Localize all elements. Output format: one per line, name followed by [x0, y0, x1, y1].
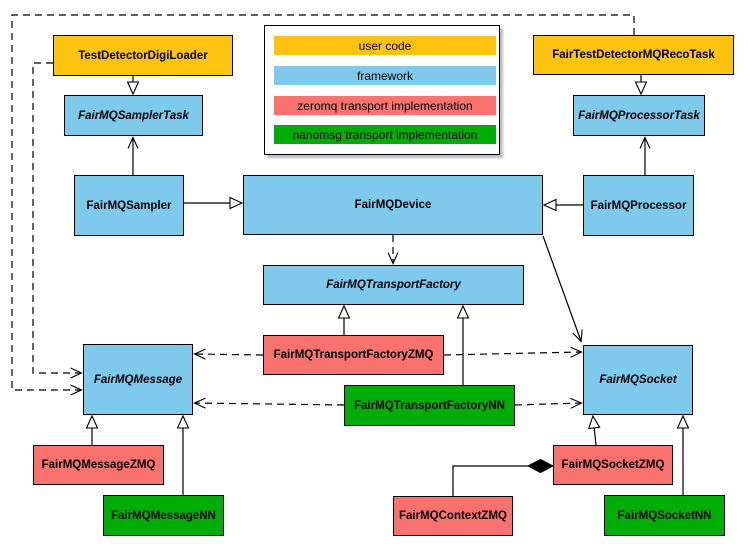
legend-item-nanomsg: nanomsg transport implementation [274, 125, 496, 144]
node-fairmqtransportfactory: FairMQTransportFactory [263, 265, 524, 305]
legend-item-framework: framework [274, 66, 496, 85]
inheritance-edges [85, 75, 690, 495]
dependency-edges [11, 14, 635, 409]
node-fairmqsocketnn: FairMQSocketNN [604, 495, 725, 536]
edge-tfzmq-message [193, 348, 264, 360]
node-fairmqsampler: FairMQSampler [74, 175, 184, 236]
edge-socketzmq-socket [587, 414, 601, 446]
edge-device-socket [542, 235, 583, 343]
association-edges [127, 136, 651, 343]
node-fairmqsocket: FairMQSocket [583, 345, 693, 415]
node-fairmqmessagenn: FairMQMessageNN [103, 495, 224, 536]
node-fairmqprocessor: FairMQProcessor [583, 175, 694, 236]
node-fairmqcontextzmq: FairMQContextZMQ [393, 496, 513, 536]
edge-digiloader-message [32, 62, 83, 379]
composition-edge-contextzmq-socketzmq [452, 458, 555, 496]
legend: user code framework zeromq transport imp… [264, 25, 500, 155]
node-fairmqmessagezmq: FairMQMessageZMQ [33, 445, 164, 485]
node-fairtestdetectormqrecotask: FairTestDetectorMQRecoTask [533, 35, 734, 75]
edge-tfzmq-socket [443, 346, 583, 358]
edge-recotask-message [11, 14, 635, 396]
edge-tfnn-socket [514, 397, 583, 409]
edge-tfnn-message [193, 397, 345, 409]
node-fairmqsamplertask: FairMQSamplerTask [64, 95, 203, 136]
node-fairmqprocessortask: FairMQProcessorTask [573, 95, 705, 136]
node-fairmqtransportfactorynn: FairMQTransportFactoryNN [344, 385, 515, 426]
node-fairmqsocketzmq: FairMQSocketZMQ [553, 445, 673, 485]
node-fairmqmessage: FairMQMessage [83, 344, 193, 415]
node-fairmqdevice: FairMQDevice [243, 175, 543, 235]
legend-item-zeromq: zeromq transport implementation [274, 96, 496, 115]
node-testdetectordigiloader: TestDetectorDigiLoader [53, 35, 233, 76]
node-fairmqtransportfactoryzmq: FairMQTransportFactoryZMQ [263, 335, 444, 375]
legend-item-user-code: user code [274, 36, 496, 55]
composition-diamond [526, 458, 555, 474]
